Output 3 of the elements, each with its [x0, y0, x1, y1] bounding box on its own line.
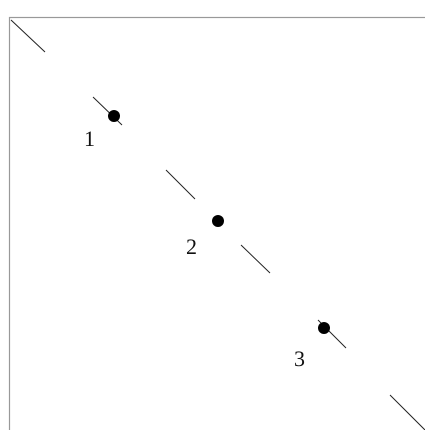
- point-number: 2: [186, 236, 197, 258]
- point-number: 3: [294, 348, 305, 370]
- point-number: 1: [84, 128, 95, 150]
